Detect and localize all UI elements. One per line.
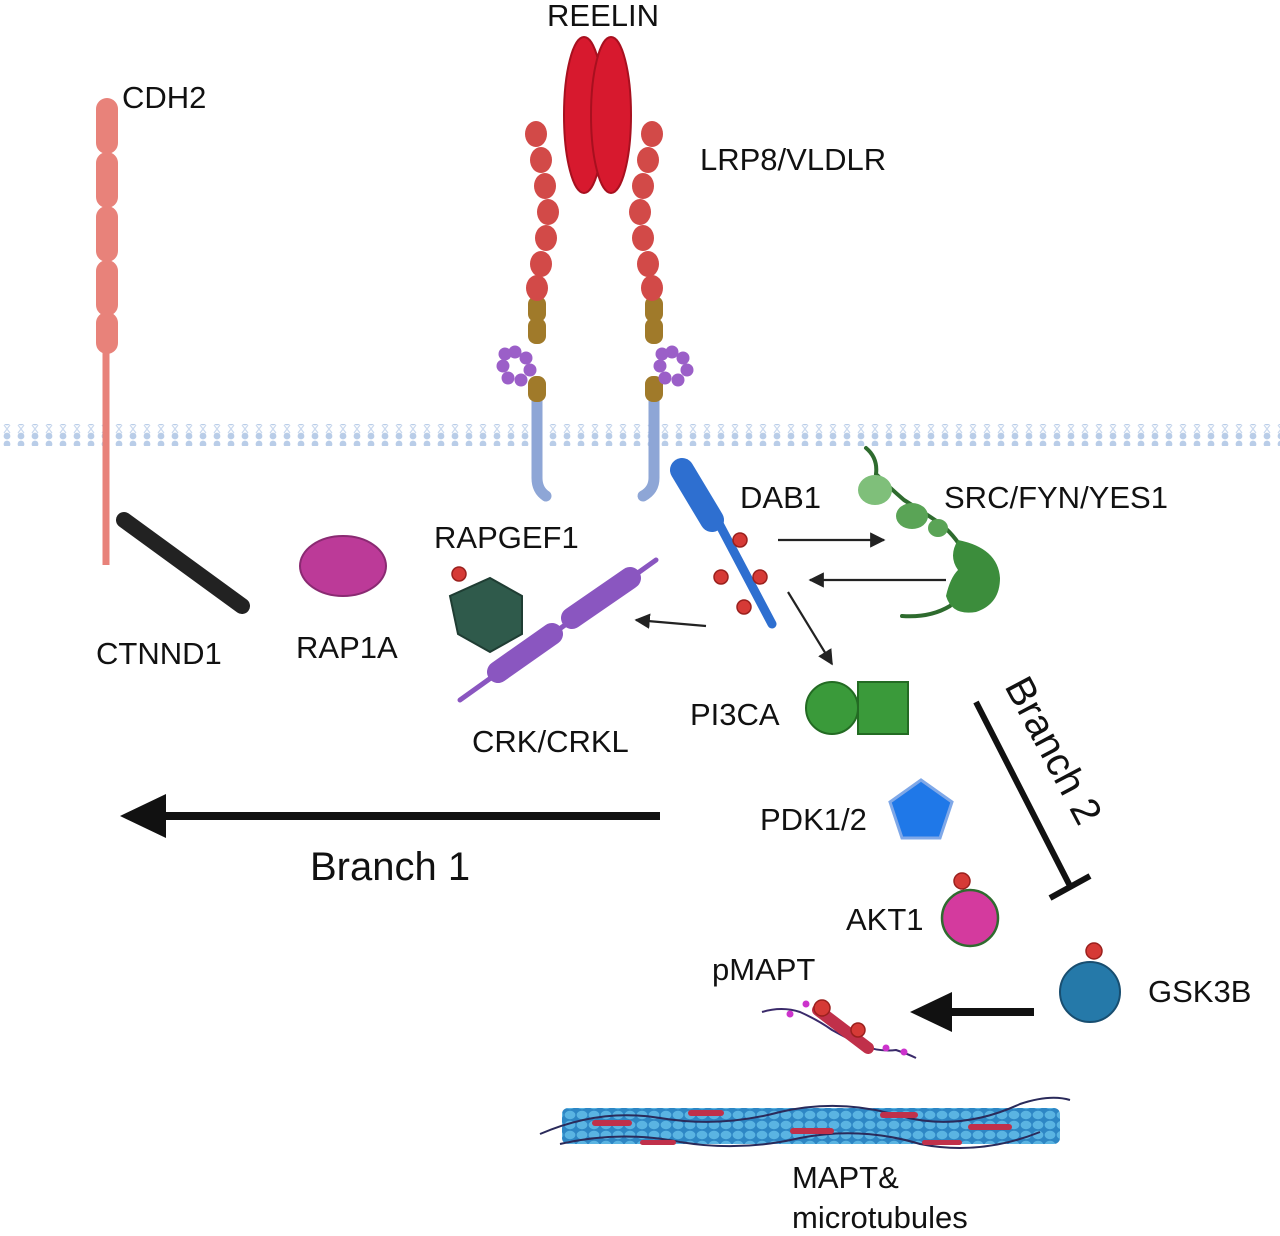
crk-crkl-protein (457, 557, 659, 703)
pdk-label: PDK1/2 (760, 802, 867, 837)
branch2-label: Branch 2 (996, 670, 1110, 832)
crk-label: CRK/CRKL (472, 724, 629, 759)
ctnnd1-protein (116, 512, 250, 614)
mapt-label-line1: MAPT& (792, 1160, 899, 1195)
cdh2-protein (96, 98, 118, 565)
lrp8-vldlr-receptor-right (629, 121, 694, 502)
rap1a-protein (299, 535, 387, 597)
arrow-dab1-to-crk (634, 613, 707, 629)
pi3ca-label: PI3CA (690, 697, 780, 732)
cell-membrane (0, 424, 1280, 446)
gsk3b-protein (1059, 942, 1121, 1023)
rap1a-label: RAP1A (296, 630, 398, 665)
reelin-protein (563, 36, 632, 194)
ctnnd1-label: CTNND1 (96, 636, 222, 671)
branch1-arrow (120, 794, 660, 838)
pi3ca-protein (805, 681, 909, 735)
akt1-protein (940, 872, 1000, 948)
pmapt-protein (761, 999, 917, 1059)
arrow-dab1-to-pi3ca (787, 591, 833, 666)
reelin-label: REELIN (547, 0, 659, 33)
cdh2-label: CDH2 (122, 80, 206, 115)
branch1-label: Branch 1 (310, 845, 470, 889)
lrp8-label: LRP8/VLDLR (700, 142, 886, 177)
src-fyn-yes1-protein (858, 446, 1000, 619)
pdk-protein (888, 778, 954, 840)
mapt-label-line2: microtubules (792, 1200, 968, 1235)
rapgef1-label: RAPGEF1 (434, 520, 579, 555)
dab1-label: DAB1 (740, 480, 821, 515)
rapgef1-protein (448, 566, 523, 654)
microtubules (539, 1096, 1071, 1149)
akt1-label: AKT1 (846, 902, 924, 937)
pmapt-label: pMAPT (712, 952, 815, 987)
branch2-inhibition (973, 700, 1092, 901)
arrow-gsk3b-to-pmapt (910, 992, 1034, 1032)
gsk3b-label: GSK3B (1148, 974, 1251, 1009)
lrp8-vldlr-receptor-left (496, 121, 559, 502)
dab1-protein (670, 458, 777, 629)
src-label: SRC/FYN/YES1 (944, 480, 1168, 515)
